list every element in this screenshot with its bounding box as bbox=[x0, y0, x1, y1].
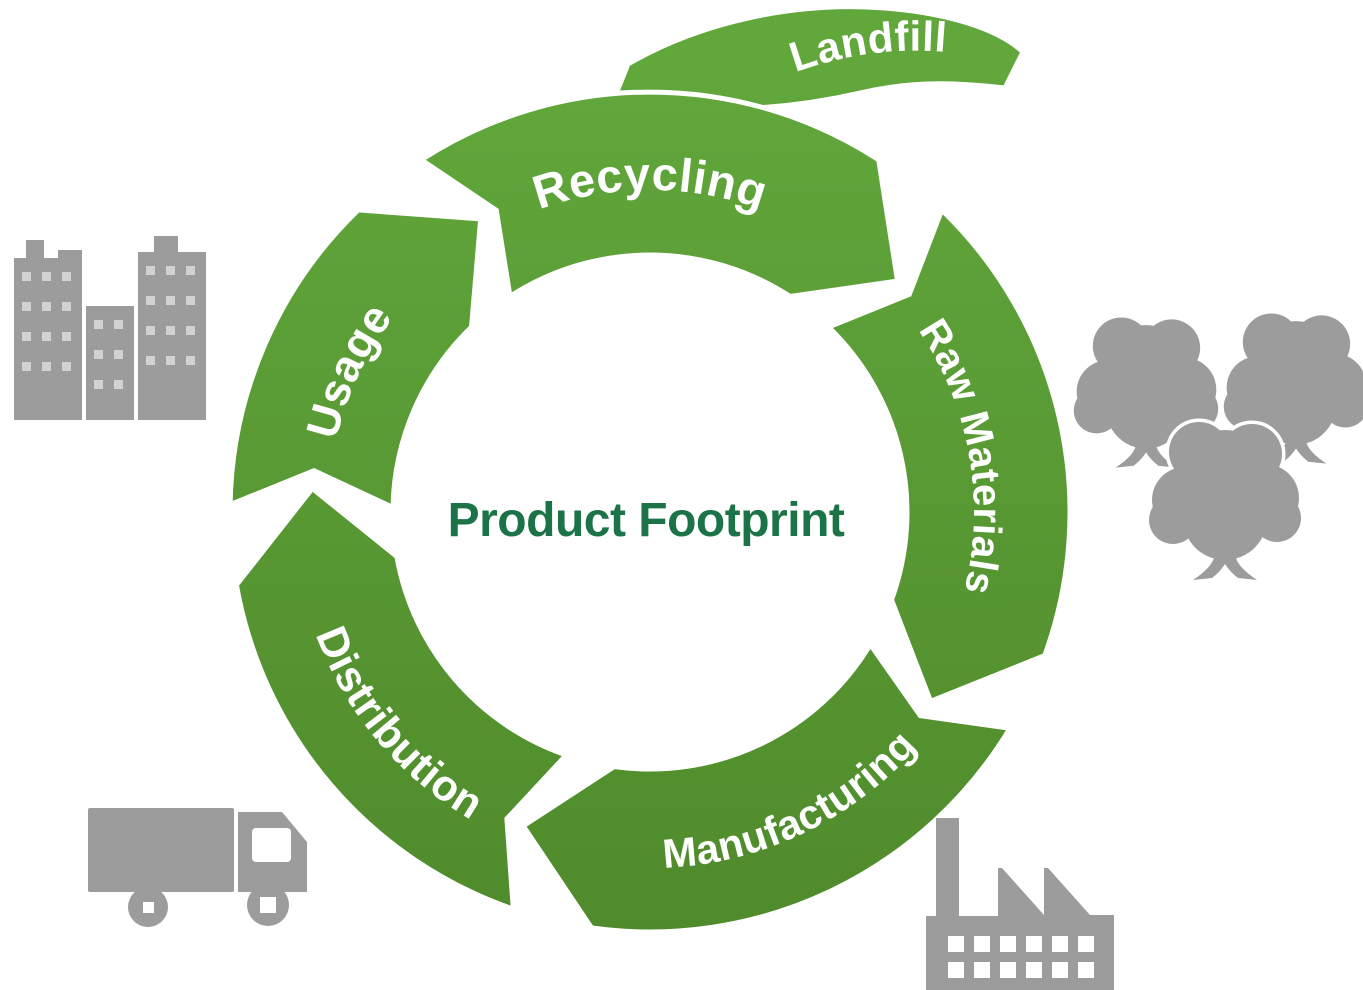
segment-usage bbox=[227, 207, 484, 512]
factory-windows bbox=[948, 936, 1094, 978]
city-buildings-icon bbox=[14, 236, 206, 420]
factory-building bbox=[926, 868, 1114, 990]
truck-cargo-box bbox=[88, 808, 234, 892]
tree-front bbox=[1145, 418, 1305, 584]
building-windows bbox=[22, 266, 195, 389]
landfill-branch-arrow bbox=[611, 4, 1026, 112]
factory-chimney bbox=[936, 818, 959, 922]
truck-rear-hub bbox=[260, 897, 276, 913]
segment-raw-materials bbox=[823, 205, 1073, 705]
segment-recycling bbox=[416, 89, 901, 301]
truck-cab-window bbox=[252, 828, 291, 862]
segment-landfill bbox=[611, 4, 1026, 112]
truck-icon bbox=[88, 808, 307, 927]
factory-icon bbox=[926, 818, 1114, 990]
truck-front-hub bbox=[143, 902, 154, 913]
building-tower-left bbox=[14, 240, 82, 420]
trees-icon bbox=[1070, 310, 1363, 584]
cycle-ring bbox=[227, 89, 1073, 935]
center-title: Product Footprint bbox=[448, 494, 845, 547]
tree-right bbox=[1220, 310, 1363, 467]
tree-left bbox=[1070, 314, 1222, 471]
building-mid bbox=[86, 306, 134, 420]
segment-distribution bbox=[233, 484, 571, 913]
segment-manufacturing bbox=[519, 639, 1015, 935]
